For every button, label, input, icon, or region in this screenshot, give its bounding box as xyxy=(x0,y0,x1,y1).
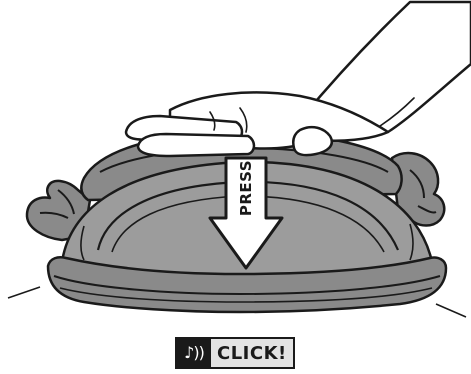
music-note-sound-icon: ♪)) xyxy=(177,339,211,367)
click-sound-callout: ♪)) CLICK! xyxy=(175,337,295,369)
click-label: CLICK! xyxy=(211,343,293,364)
press-arrow-label: PRESS xyxy=(237,160,255,216)
hand-pressing xyxy=(126,2,471,156)
